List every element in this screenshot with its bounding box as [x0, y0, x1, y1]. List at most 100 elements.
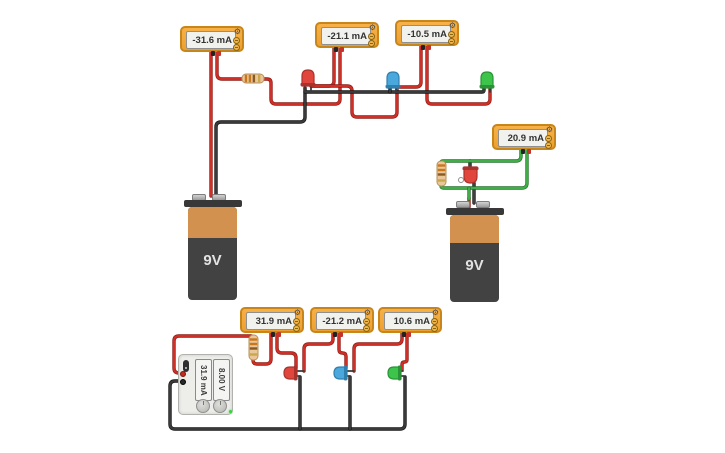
screw-terminal[interactable]	[431, 325, 438, 332]
wire-meter3-led2[interactable]	[394, 44, 423, 89]
wire-meter5-led5[interactable]	[275, 331, 298, 370]
led-red-3-bulb[interactable]	[283, 366, 298, 380]
probe-tab-positive[interactable]	[527, 149, 531, 154]
wire-meter4-rail-bot[interactable]	[439, 148, 529, 190]
resistor-3[interactable]	[248, 334, 259, 361]
battery2-negative-terminal[interactable]	[476, 201, 490, 208]
multimeter-7-display: 10.6 mA	[384, 312, 434, 330]
led-red-3[interactable]	[283, 365, 305, 381]
wire-meter7-led7[interactable]	[400, 331, 409, 372]
resistor-3-band	[249, 342, 258, 346]
resistor-1[interactable]	[241, 73, 265, 84]
multimeter-2[interactable]: -21.1 mA ⚙	[315, 22, 379, 52]
multimeter-7[interactable]: 10.6 mA ⚙	[378, 307, 442, 337]
psu-voltage-value: 8.00 V	[217, 368, 226, 392]
screw-terminal[interactable]	[233, 37, 240, 44]
screw-terminal[interactable]	[448, 38, 455, 45]
probe-tab-positive[interactable]	[277, 332, 281, 337]
multimeter-4[interactable]: 20.9 mA ⚙	[492, 124, 556, 154]
multimeter-5[interactable]: 31.9 mA ⚙	[240, 307, 304, 337]
wire-led5-meter6[interactable]	[302, 331, 335, 373]
probe-tab-positive[interactable]	[339, 332, 343, 337]
multimeter-2-display: -21.1 mA	[321, 27, 371, 45]
screw-terminal[interactable]	[545, 142, 552, 149]
screw-terminal[interactable]	[368, 40, 375, 47]
multimeter-5-value: 31.9 mA	[255, 315, 292, 327]
wire-led1-led2[interactable]	[309, 84, 399, 119]
gear-icon[interactable]: ⚙	[545, 125, 553, 134]
probe-tab-positive[interactable]	[340, 47, 344, 52]
led-green-2[interactable]	[387, 365, 405, 381]
probe-tab-negative[interactable]	[333, 332, 337, 337]
wire-meter6-led6[interactable]	[337, 331, 348, 370]
gear-icon[interactable]: ⚙	[431, 308, 439, 317]
resistor-2[interactable]	[436, 160, 447, 187]
led-green-2-flange	[398, 365, 401, 381]
wire-meter3-led3[interactable]	[425, 44, 492, 106]
multimeter-3[interactable]: -10.5 mA ⚙	[395, 20, 459, 50]
gear-icon[interactable]: ⚙	[448, 21, 456, 30]
lead-junction-dot[interactable]	[458, 177, 464, 183]
led-green-1-bulb[interactable]	[480, 71, 494, 89]
resistor-2-band	[437, 173, 446, 176]
battery2-positive-terminal[interactable]	[456, 201, 470, 208]
power-switch[interactable]	[183, 360, 189, 372]
probe-tab-negative[interactable]	[334, 47, 338, 52]
wire-meter4-rail-top[interactable]	[439, 148, 523, 167]
multimeter-1-display: -31.6 mA	[186, 31, 236, 49]
wire-meter4-rail-bot-outline	[439, 148, 529, 190]
probe-tab-negative[interactable]	[271, 332, 275, 337]
battery1-9v[interactable]: 9V	[188, 207, 237, 300]
screw-terminal[interactable]	[545, 135, 552, 142]
led-blue-2-bulb[interactable]	[333, 366, 348, 380]
led-green-1[interactable]	[479, 71, 495, 93]
wire-psu-ground-bus[interactable]	[168, 375, 407, 431]
probe-tab-negative[interactable]	[211, 51, 215, 56]
led-red-1-bulb[interactable]	[301, 69, 315, 87]
gear-icon[interactable]: ⚙	[293, 308, 301, 317]
wire-resistor3-meter5[interactable]	[251, 331, 273, 366]
screw-terminal[interactable]	[448, 31, 455, 38]
gear-icon[interactable]: ⚙	[233, 27, 241, 36]
probe-tab-positive[interactable]	[217, 51, 221, 56]
led-green-2-bulb[interactable]	[387, 366, 402, 380]
screw-terminal[interactable]	[363, 318, 370, 325]
gear-icon[interactable]: ⚙	[363, 308, 371, 317]
led-blue-1-bulb[interactable]	[386, 71, 400, 89]
wire-led6-meter7[interactable]	[352, 331, 404, 373]
gear-icon[interactable]: ⚙	[368, 23, 376, 32]
current-knob[interactable]	[196, 399, 210, 413]
multimeter-1[interactable]: -31.6 mA ⚙	[180, 26, 244, 56]
probe-tab-positive[interactable]	[427, 45, 431, 50]
led-red-2[interactable]	[462, 166, 479, 184]
psu-positive-terminal[interactable]	[180, 371, 186, 377]
green-wires	[439, 148, 529, 201]
probe-tab-positive[interactable]	[407, 332, 411, 337]
screw-terminal[interactable]	[233, 44, 240, 51]
screw-terminal[interactable]	[293, 325, 300, 332]
probe-tab-negative[interactable]	[421, 45, 425, 50]
multimeter-4-display: 20.9 mA	[498, 129, 548, 147]
probe-tab-negative[interactable]	[402, 332, 406, 337]
psu-negative-terminal[interactable]	[180, 379, 186, 385]
screw-terminal[interactable]	[293, 318, 300, 325]
wire-resistor1-meter2[interactable]	[261, 46, 342, 106]
psu-current-display: 31.9 mA	[195, 359, 212, 401]
battery2-9v[interactable]: 9V	[450, 215, 499, 302]
screw-terminal[interactable]	[368, 33, 375, 40]
resistor-3-band	[249, 353, 258, 356]
multimeter-6[interactable]: -21.2 mA ⚙	[310, 307, 374, 337]
wire-meter1-resistor1[interactable]	[215, 50, 245, 81]
led-red-2-bulb[interactable]	[463, 166, 478, 184]
power-indicator-led	[229, 410, 232, 413]
led-blue-1[interactable]	[385, 71, 401, 93]
power-supply[interactable]: 31.9 mA 8.00 V	[178, 354, 233, 415]
wire-battery1-led1[interactable]	[214, 86, 307, 198]
battery2-band	[450, 215, 499, 243]
led-blue-2[interactable]	[333, 365, 355, 381]
probe-tab-negative[interactable]	[521, 149, 525, 154]
led-red-1[interactable]	[300, 69, 316, 92]
voltage-knob[interactable]	[213, 399, 227, 413]
screw-terminal[interactable]	[363, 325, 370, 332]
screw-terminal[interactable]	[431, 318, 438, 325]
